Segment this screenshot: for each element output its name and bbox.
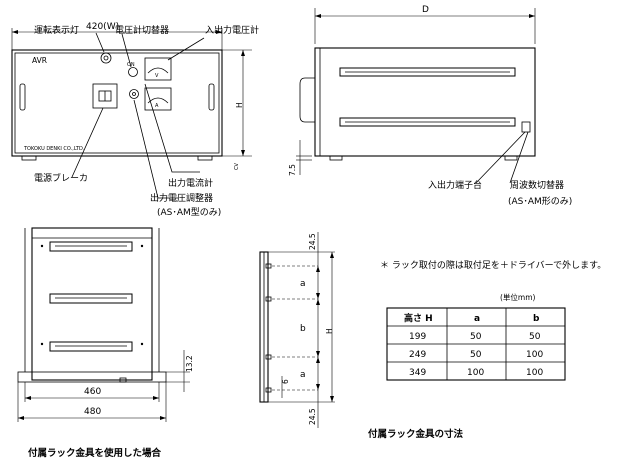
table-header-h: 高さ H [404,312,433,324]
bracket-dim-bottom: 24.5 [308,408,317,425]
bracket-dim-b: b [300,324,306,334]
dimension-table: (単位mm) 高さ H a b 199 50 50 249 50 100 349… [386,292,566,381]
rack-inner-dim: 460 [84,387,101,397]
volt-selector-knob [128,67,138,77]
rack-front-caption: 付属ラック金具を使用した場合 [28,447,162,459]
freq-selector-label: 周波数切替器 [510,179,564,191]
breaker [92,83,118,109]
breaker-label: 電源ブレーカ [34,172,88,184]
run-lamp-label: 運転表示灯 [34,24,79,36]
front-cv-note: CV [234,163,240,170]
bracket-hole-dim: 6 [281,379,290,384]
io-voltmeter-label: 入出力電圧計 [205,24,259,36]
table-cell: 50 [470,332,482,342]
table-cell: 100 [526,368,543,378]
freq-selector [521,121,531,133]
ammeter-a-label: A [155,103,159,109]
depth-dim: D [422,5,429,15]
freq-selector-note: (AS･AM形のみ) [508,195,572,207]
foot-dim: 7.5 [288,164,297,176]
maker-name: TOKOKU DENKI CO.,LTD. [23,146,85,152]
bracket-dim-a2: a [300,370,306,380]
table-cell: 100 [526,350,543,360]
front-view: 420(W) AVR ON V A TOKOKU DENKI CO.,LTD. [11,22,259,218]
table-header-a: a [474,314,480,324]
table-cell: 249 [409,350,426,360]
out-ammeter-label: 出力電流計 [168,177,213,189]
table-cell: 199 [409,332,426,342]
voltmeter [144,57,172,81]
switch-on-label: ON [127,62,135,68]
out-volt-adj-label: 出力電圧調整器 [150,192,213,204]
table-cell: 50 [529,332,541,342]
bracket-dim-top: 24.5 [308,233,317,250]
side-view: D 7.5 入出力端子台 周波数切替器 (AS･AM形のみ) [288,5,572,207]
table-cell: 50 [470,350,482,360]
out-volt-adj-note: (AS･AM型のみ) [157,207,221,218]
voltmeter-v-label: V [155,73,159,79]
table-header-b: b [533,314,540,324]
io-terminal-label: 入出力端子台 [428,179,482,191]
front-height-dim: H [235,102,244,108]
ammeter [144,87,172,111]
rack-front-view: 13.2 460 480 付属ラック金具を使用した場合 [17,227,194,459]
bracket-view: a b a 24.5 24.5 H 6 付属ラック金具の寸法 [259,232,464,440]
table-cell: 349 [409,368,426,378]
table-cell: 100 [467,368,484,378]
bracket-caption: 付属ラック金具の寸法 [368,428,464,440]
run-lamp [100,52,112,64]
panel-label: AVR [32,56,47,65]
volt-selector-label: 電圧計切替器 [115,24,169,36]
bracket-dim-H: H [325,328,334,334]
bracket-dim-a: a [300,279,306,289]
front-width-dim: 420(W) [86,22,119,32]
rack-side-dim: 13.2 [185,355,194,372]
rack-outer-dim: 480 [84,407,101,417]
volt-adjust-knob [129,89,139,99]
table-unit: (単位mm) [500,292,536,302]
rack-note: ＊ ラック取付の際は取付足を＋ドライバーで外します。 [380,259,606,271]
